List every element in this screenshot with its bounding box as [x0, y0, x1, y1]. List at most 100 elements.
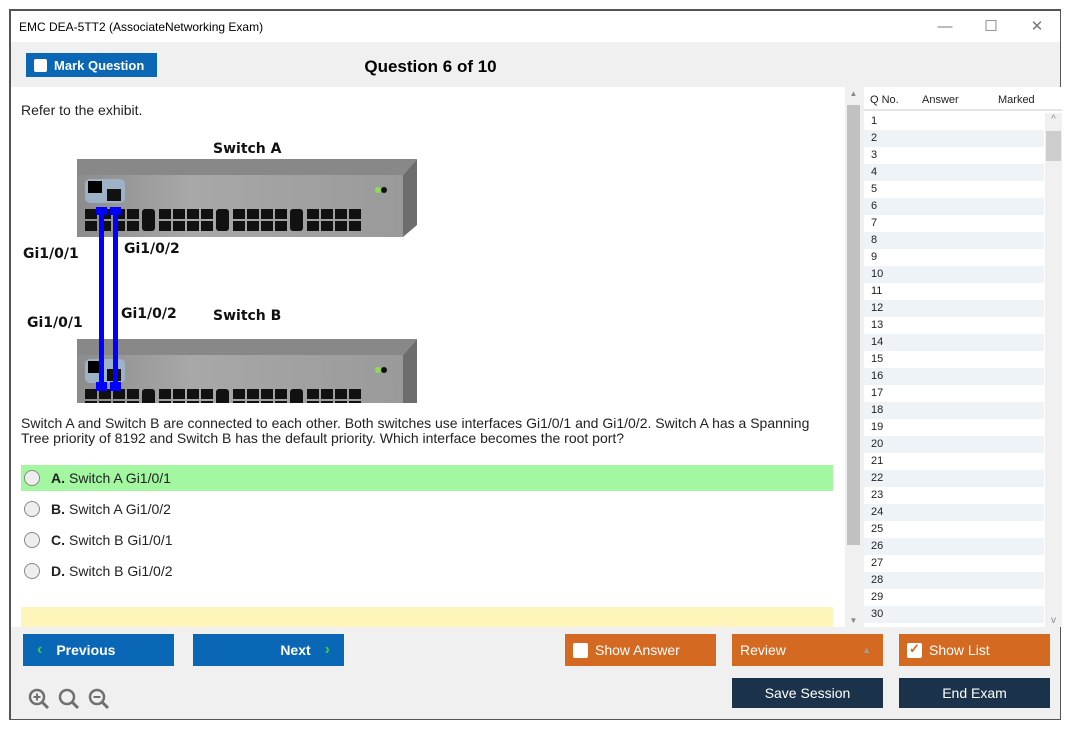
end-exam-button[interactable]: End Exam — [899, 678, 1050, 708]
show-list-checkbox[interactable]: ✓ — [907, 641, 922, 658]
show-answer-checkbox[interactable] — [573, 642, 588, 658]
question-list-row[interactable]: 16 — [864, 368, 1044, 385]
switch-port — [307, 401, 319, 403]
switch-port — [159, 221, 171, 231]
question-list-row[interactable]: 7 — [871, 217, 878, 229]
switch-port — [201, 221, 213, 231]
switch-b-port1-label: Gi1/0/1 — [27, 315, 83, 331]
show-list-button[interactable]: ✓ Show List — [899, 634, 1050, 666]
list-scroll-thumb[interactable] — [1046, 131, 1061, 161]
option-c-letter: C. — [51, 532, 65, 548]
switch-port — [159, 401, 171, 403]
question-list-row[interactable]: 30 — [864, 606, 1044, 623]
switch-port — [85, 401, 97, 403]
switch-port — [173, 209, 185, 219]
question-header: Mark Question Question 6 of 10 — [11, 42, 1060, 87]
previous-button[interactable]: ‹ Previous — [23, 634, 174, 666]
switch-port — [321, 389, 333, 399]
question-list-row[interactable]: 29 — [871, 591, 884, 603]
header-answer[interactable]: Answer — [922, 94, 959, 106]
zoom-out-icon[interactable] — [87, 687, 111, 711]
minimize-button[interactable]: — — [937, 18, 953, 35]
option-b[interactable]: B. Switch A Gi1/0/2 — [21, 496, 833, 522]
question-list-row[interactable]: 13 — [871, 319, 884, 331]
scroll-up-icon[interactable]: ▲ — [849, 89, 858, 98]
switch-a-label: Switch A — [213, 141, 282, 157]
switch-a-port1-label: Gi1/0/1 — [23, 246, 79, 262]
option-a[interactable]: A. Switch A Gi1/0/1 — [21, 465, 833, 491]
switch-port — [321, 209, 333, 219]
question-list-row[interactable]: 24 — [864, 504, 1044, 521]
question-list-row[interactable]: 18 — [864, 402, 1044, 419]
question-list-row[interactable]: 15 — [871, 353, 884, 365]
question-list-row[interactable]: 28 — [864, 572, 1044, 589]
next-button[interactable]: Next › — [193, 634, 344, 666]
switch-port — [85, 209, 97, 219]
header-qno[interactable]: Q No. — [870, 94, 899, 106]
mark-question-button[interactable]: Mark Question — [26, 53, 157, 77]
window-title: EMC DEA-5TT2 (AssociateNetworking Exam) — [19, 20, 264, 34]
switch-port — [159, 209, 171, 219]
question-list-row[interactable]: 3 — [871, 149, 878, 161]
scroll-down-icon[interactable]: ▼ — [849, 616, 858, 625]
sfp-port — [290, 209, 303, 231]
question-list-row[interactable]: 4 — [864, 164, 1044, 181]
radio-d[interactable] — [24, 563, 40, 579]
question-list-row[interactable]: 9 — [871, 251, 878, 263]
switch-port — [307, 389, 319, 399]
question-list-row[interactable]: 26 — [864, 538, 1044, 555]
list-scroll-up-icon[interactable]: ^ — [1051, 114, 1056, 125]
question-text: Switch A and Switch B are connected to e… — [21, 415, 810, 446]
question-list-row[interactable]: 2 — [864, 130, 1044, 147]
list-scroll-down-icon[interactable]: v — [1051, 615, 1056, 626]
question-list-row[interactable]: 25 — [871, 523, 884, 535]
question-list-row[interactable]: 8 — [864, 232, 1044, 249]
save-session-button[interactable]: Save Session — [732, 678, 883, 708]
cable-gi1-0-2 — [113, 209, 118, 389]
question-list-row[interactable]: 20 — [864, 436, 1044, 453]
question-list-row[interactable]: 19 — [871, 421, 884, 433]
switch-port — [113, 221, 125, 231]
question-scrollbar[interactable]: ▲ ▼ — [845, 87, 862, 627]
question-list-row[interactable]: 21 — [871, 455, 884, 467]
zoom-in-icon[interactable] — [27, 687, 51, 711]
option-a-text: Switch A Gi1/0/1 — [69, 470, 171, 486]
question-list-row[interactable]: 23 — [871, 489, 884, 501]
show-answer-button[interactable]: Show Answer — [565, 634, 716, 666]
close-button[interactable]: ✕ — [1030, 18, 1044, 35]
end-exam-label: End Exam — [942, 685, 1007, 701]
explanation-area — [21, 607, 833, 627]
radio-c[interactable] — [24, 532, 40, 548]
question-list-row[interactable]: 11 — [871, 285, 883, 297]
switch-port — [307, 209, 319, 219]
question-list-row[interactable]: 27 — [871, 557, 884, 569]
question-list-row[interactable]: 14 — [864, 334, 1044, 351]
question-list-row[interactable]: 6 — [864, 198, 1044, 215]
question-list-row[interactable]: 10 — [864, 266, 1044, 283]
header-marked[interactable]: Marked — [998, 94, 1035, 106]
switch-b — [77, 339, 417, 403]
question-list-row[interactable]: 22 — [864, 470, 1044, 487]
option-c[interactable]: C. Switch B Gi1/0/1 — [21, 527, 833, 553]
question-list-row[interactable]: 12 — [864, 300, 1044, 317]
question-list-row[interactable]: 1 — [871, 115, 878, 127]
scroll-thumb[interactable] — [847, 105, 860, 545]
radio-b[interactable] — [24, 501, 40, 517]
question-list-row[interactable]: 17 — [871, 387, 884, 399]
chevron-right-icon: › — [324, 641, 330, 658]
zoom-reset-icon[interactable] — [57, 687, 81, 711]
switch-port — [247, 209, 259, 219]
switch-port — [113, 401, 125, 403]
switch-port — [335, 401, 347, 403]
caret-up-icon: ▲ — [862, 645, 871, 655]
switch-port — [159, 389, 171, 399]
question-list-scrollbar[interactable]: ^ v — [1045, 113, 1062, 627]
maximize-button[interactable]: ☐ — [984, 18, 998, 35]
network-exhibit: Switch A Gi1/0/1 Gi1/0/2 Gi1/0/1 Gi1/0/2… — [23, 141, 417, 403]
option-d[interactable]: D. Switch B Gi1/0/2 — [21, 558, 833, 584]
review-dropdown[interactable]: Review ▲ — [732, 634, 883, 666]
question-list-row[interactable]: 5 — [871, 183, 878, 195]
switch-b-port2-label: Gi1/0/2 — [121, 306, 177, 322]
radio-a[interactable] — [24, 470, 40, 486]
